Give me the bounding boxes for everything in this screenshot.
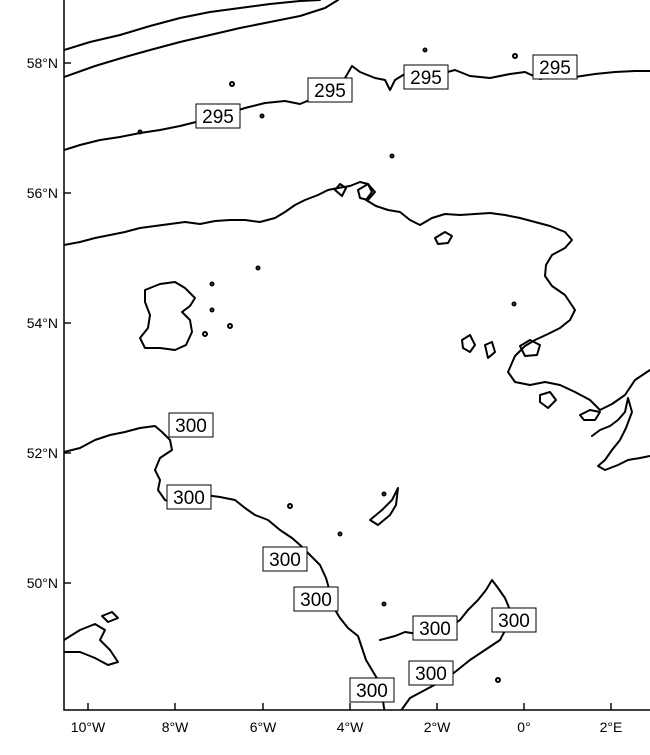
x-tick-label: 6°W: [250, 719, 277, 735]
contour-label-text: 300: [300, 590, 332, 611]
contour-dot: [512, 53, 518, 59]
contour-label: 300: [412, 615, 458, 641]
contour-label: 295: [195, 103, 241, 129]
contour-dot: [229, 81, 235, 87]
contour-label-text: 295: [314, 81, 346, 102]
y-tick-label: 56°N: [27, 185, 58, 201]
contour-label-text: 300: [498, 611, 530, 632]
contour-line-300-south: [379, 579, 511, 710]
contour-label: 295: [307, 77, 353, 103]
x-tick-label: 0°: [517, 719, 530, 735]
contour-lines: [64, 0, 650, 710]
contour-label: 300: [166, 484, 212, 510]
contour-dot: [209, 307, 215, 313]
contour-label: 300: [168, 412, 214, 438]
contour-dot: [381, 601, 387, 607]
y-tick-label: 50°N: [27, 575, 58, 591]
x-axis: 10°W 8°W 6°W 4°W 2°W 0° 2°E: [71, 703, 623, 735]
contour-island-9: [484, 341, 496, 359]
contour-island-13: [357, 183, 376, 201]
contour-label-text: 300: [415, 664, 447, 685]
contour-island-12: [334, 183, 347, 197]
contour-label-text: 295: [410, 68, 442, 89]
y-axis: 58°N 56°N 54°N 52°N 50°N: [27, 55, 71, 591]
contour-label: 300: [293, 586, 339, 612]
contour-dot: [255, 265, 261, 271]
contour-dot: [259, 113, 265, 119]
contour-label: 300: [408, 660, 454, 686]
contour-island-3: [461, 334, 476, 353]
contour-label: 300: [349, 677, 395, 703]
contour-dot: [137, 129, 143, 135]
contour-label: 295: [403, 64, 449, 90]
x-tick-label: 2°E: [600, 719, 623, 735]
contour-label-text: 300: [173, 488, 205, 509]
contour-label: 295: [532, 54, 578, 80]
contour-dot: [337, 531, 343, 537]
contour-dot: [389, 153, 395, 159]
contour-label-text: 300: [419, 619, 451, 640]
contour-island-11: [579, 409, 601, 421]
contour-dot: [511, 301, 517, 307]
contour-island-5: [539, 391, 557, 409]
x-tick-label: 2°W: [424, 719, 451, 735]
contour-island-7: [64, 623, 119, 666]
contour-dot: [495, 677, 501, 683]
contour-label-text: 295: [202, 107, 234, 128]
y-tick-label: 54°N: [27, 315, 58, 331]
y-tick-label: 52°N: [27, 445, 58, 461]
contour-island-10: [591, 397, 650, 471]
contour-dot: [381, 491, 387, 497]
x-tick-label: 4°W: [337, 719, 364, 735]
x-tick-label: 8°W: [162, 719, 189, 735]
contour-line-300-main: [64, 181, 650, 411]
contour-label: 300: [491, 607, 537, 633]
contour-island-6: [369, 487, 399, 526]
contour-label-text: 300: [356, 681, 388, 702]
x-tick-label: 10°W: [71, 719, 106, 735]
contour-island-1: [139, 281, 196, 351]
y-tick-label: 58°N: [27, 55, 58, 71]
contour-island-2: [434, 231, 453, 245]
contour-line-upper-2: [64, 0, 339, 78]
contour-dot: [422, 47, 428, 53]
contour-label-text: 300: [175, 416, 207, 437]
contour-labels: 295 295 295 295 300 300 300 300: [166, 54, 578, 703]
contour-dot: [227, 323, 233, 329]
contour-label-text: 300: [269, 550, 301, 571]
contour-dot: [209, 281, 215, 287]
contour-line-300-west: [64, 425, 386, 710]
contour-island-4: [519, 339, 541, 357]
contour-label-text: 295: [539, 58, 571, 79]
contour-island-8: [101, 611, 119, 623]
map-frame: [63, 0, 650, 711]
contour-dot: [202, 331, 208, 337]
contour-line-upper-1: [64, 0, 321, 51]
contour-dot: [287, 503, 293, 509]
contour-label: 300: [262, 546, 308, 572]
